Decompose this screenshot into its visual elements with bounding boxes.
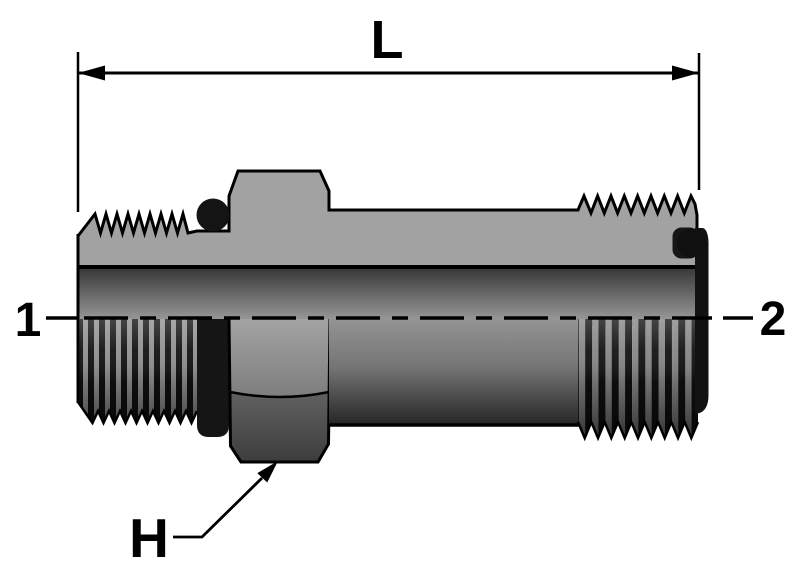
dimension-arrow-right [672,65,699,81]
right-oring-upper [677,228,706,258]
body-cylinder-lower [329,319,579,425]
hex-leader-arrowhead [257,461,278,483]
label-port-1: 1 [15,294,42,347]
left-thread-outline [76,319,199,427]
body-shading-band [79,267,697,319]
dimension-arrow-left [78,65,105,81]
label-hex: H [129,507,169,569]
left-male-thread-shade [78,319,197,423]
hex-nut-outline [227,318,332,464]
hex-nut-lower-facet [228,390,331,464]
right-male-thread-shade [578,319,698,438]
right-thread-outline [576,418,700,442]
left-oring-lower [197,319,229,437]
right-end-face-edge [695,228,709,414]
hex-leader-line [173,477,263,539]
label-length: L [371,10,404,70]
label-port-2: 2 [760,293,787,346]
left-oring-upper [196,198,230,232]
